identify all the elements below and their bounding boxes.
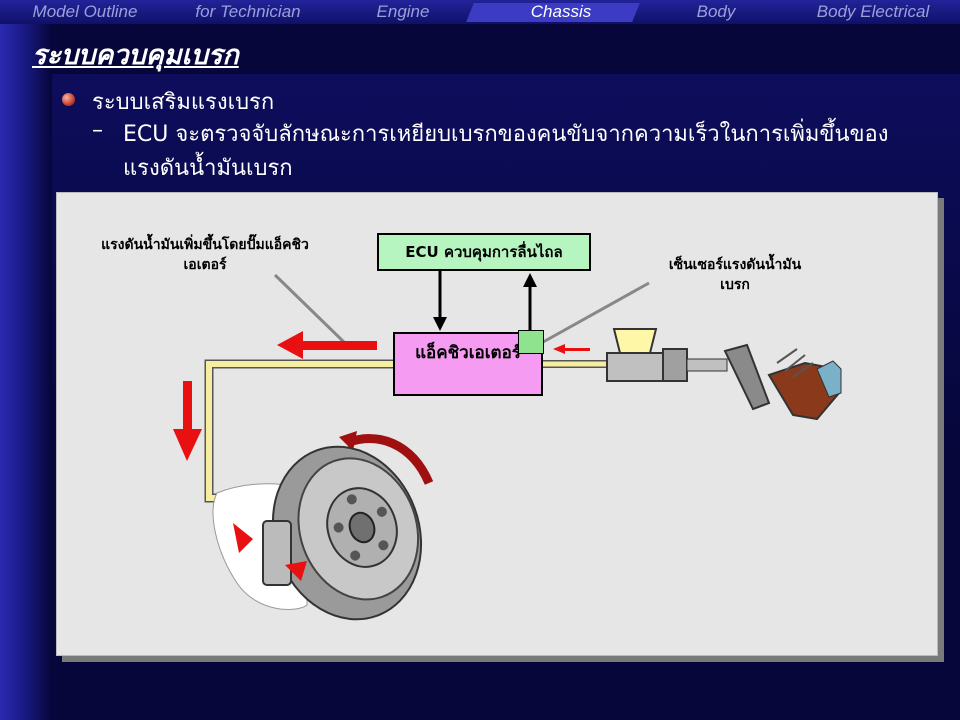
brake-pedal: [723, 343, 771, 411]
rotation-arrow: [345, 434, 434, 485]
clamp-arrow-2: [285, 561, 307, 581]
diagram-drawing: [173, 271, 842, 621]
ecu-skid-control-box: ECU ควบคุมการลื่นไถล: [377, 233, 591, 271]
driver-foot: [767, 348, 842, 421]
sensor-signal-arrow: [523, 273, 537, 287]
pressure-sensor-icon: [518, 330, 544, 354]
top-navigation-bar: Model Outline for Technician Engine Chas…: [0, 0, 960, 24]
pressure-arrow-small: [553, 344, 590, 354]
pressure-arrow-down: [173, 381, 202, 461]
tab-body-electrical[interactable]: Body Electrical: [816, 2, 930, 21]
bullet-text: ระบบเสริมแรงเบรก: [92, 90, 275, 115]
brake-disc: [271, 445, 423, 621]
tab-engine[interactable]: Engine: [376, 2, 430, 21]
tab-body[interactable]: Body: [696, 2, 736, 21]
tab-model-outline[interactable]: Model Outline: [32, 2, 138, 21]
sub-bullet-text: ECU จะตรวจจับลักษณะการเหยียบเบรกของคนขับ…: [123, 122, 889, 181]
master-cylinder: [606, 328, 728, 382]
brake-assist-diagram: แรงดันน้ำมันเพิ่มขึ้นโดยปั๊มแอ็คชิวเอเตอ…: [56, 192, 938, 656]
pressure-sensor-label: เซ็นเซอร์แรงดันน้ำมันเบรก: [668, 257, 802, 293]
tab-chassis[interactable]: Chassis: [530, 2, 592, 21]
tab-for-technician[interactable]: for Technician: [195, 2, 301, 21]
clamp-arrow-1: [233, 523, 253, 553]
brake-pad: [262, 520, 292, 586]
ecu-output-arrow: [433, 317, 447, 331]
pressure-arrow-left: [277, 331, 377, 359]
pump-pressure-label: แรงดันน้ำมันเพิ่มขึ้นโดยปั๊มแอ็คชิวเอเตอ…: [101, 237, 309, 273]
bullet-icon: [62, 93, 75, 106]
dash-marker: –: [92, 118, 103, 143]
page-title: ระบบควบคุมเบรก: [32, 40, 239, 70]
left-sidebar-gradient: [0, 24, 52, 720]
